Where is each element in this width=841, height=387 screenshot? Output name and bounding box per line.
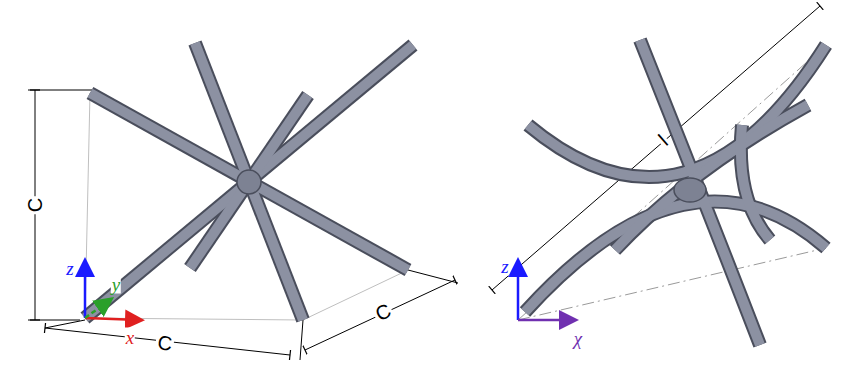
axis-label: z [500,257,509,276]
axis-label: χ [573,329,583,348]
dimension-label: C [155,331,176,355]
axis-label: x [125,328,135,347]
dimension-label: C [24,196,46,214]
axis-label: y [111,275,121,294]
dimension-label: C [370,298,396,326]
axis-label: z [65,259,74,278]
